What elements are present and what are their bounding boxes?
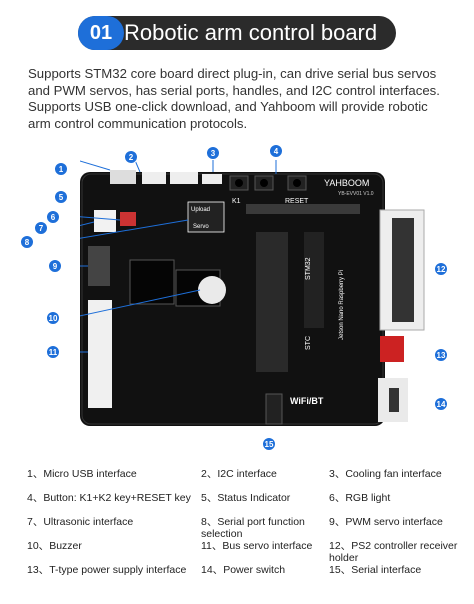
svg-text:Jetson Nano Raspberry Pi: Jetson Nano Raspberry Pi [339,270,345,340]
t-power-connector [380,336,404,362]
callout-6: 6 [46,210,60,224]
svg-text:WiFi/BT: WiFi/BT [290,396,324,406]
legend-item: 10、Buzzer [27,540,82,552]
legend-item: 4、Button: K1+K2 key+RESET key [27,492,191,504]
callout-7: 7 [34,221,48,235]
callout-3: 3 [206,146,220,160]
legend-item: 12、PS2 controller receiver holder [329,540,458,564]
svg-text:Upload: Upload [191,207,210,213]
i2c-connector [142,172,166,184]
legend-item: 1、Micro USB interface [27,468,137,480]
legend-item: 13、T-type power supply interface [27,564,187,576]
callout-9: 9 [48,259,62,273]
svg-text:Servo: Servo [193,224,209,230]
svg-text:RESET: RESET [285,198,309,205]
buzzer [198,276,226,304]
legend-item: 15、Serial interface [329,564,422,576]
k2-button [260,179,268,187]
legend-item: 9、PWM servo interface [329,516,443,528]
legend-item: 14、Power switch [201,564,286,576]
rgb-light [120,212,136,226]
legend-item: 6、RGB light [329,492,391,504]
title-bar [78,16,396,50]
callout-1: 1 [54,162,68,176]
micro-usb-port [110,170,136,184]
legend-item: 5、Status Indicator [201,492,291,504]
callout-8: 8 [20,235,34,249]
callout-12: 12 [434,262,448,276]
svg-text:YB-EVV01 V1.0: YB-EVV01 V1.0 [338,191,374,197]
page-title: Robotic arm control board [124,20,378,45]
i2c-connector-2 [170,172,198,184]
ultrasonic-port [94,210,116,232]
serial-interface [265,393,283,425]
svg-text:STC: STC [305,336,312,350]
svg-text:K1: K1 [232,198,241,205]
callout-14: 14 [434,397,448,411]
callout-5: 5 [54,190,68,204]
legend-item: 11、Bus servo interface [201,540,313,552]
pwm-servo-pins [88,246,110,286]
section-number: 01 [78,16,124,50]
jetson-header [256,232,288,372]
fan-connector [202,174,222,184]
description: Supports STM32 core board direct plug-in… [28,66,440,131]
reset-button [293,179,301,187]
svg-text:STM32: STM32 [305,257,312,280]
legend-item: 8、Serial port function selection [201,516,305,540]
callout-10: 10 [46,311,60,325]
brand-text: YAHBOOM [324,178,369,188]
callout-13: 13 [434,348,448,362]
callout-4: 4 [269,144,283,158]
callout-15: 15 [262,437,276,451]
k1-button [235,179,243,187]
callout-11: 11 [46,345,60,359]
callout-2: 2 [124,150,138,164]
legend-item: 2、I2C interface [201,468,277,480]
legend-item: 3、Cooling fan interface [329,468,442,480]
control-board-image: YAHBOOM YB-EVV01 V1.0 K1 RESET Upload Se… [80,160,425,426]
legend-item: 7、Ultrasonic interface [27,516,134,528]
serial-selector [187,201,225,233]
bus-servo-ports [88,300,112,408]
